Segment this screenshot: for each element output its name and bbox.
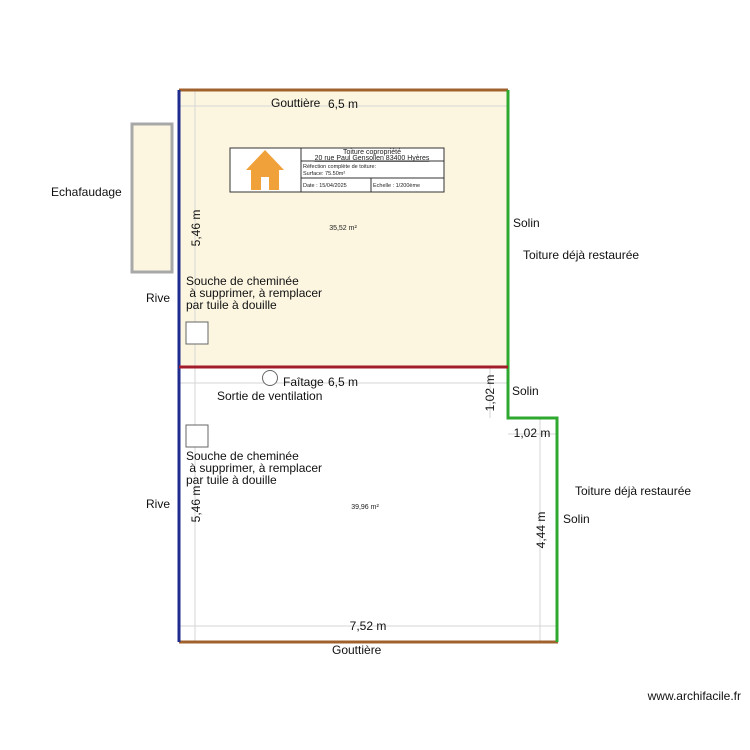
dim-right-bottom-height: 4,44 m [534,512,548,549]
ventilation-label: Sortie de ventilation [217,389,322,403]
solin-edge[interactable] [506,90,559,642]
watermark: www.archifacile.fr [647,689,741,703]
scaffolding-label: Echafaudage [51,185,122,199]
chimney-top-note-line3: par tuile à douille [186,298,277,312]
dim-top-width: 6,5 m [328,97,358,111]
chimney-top-note-line1: Souche de cheminée [186,274,299,288]
rive-top-label: Rive [146,291,170,305]
dim-mid-width: 6,5 m [328,375,358,389]
gutter-top-label: Gouttière [271,96,321,110]
desc-line2: Surface: 75.50m² [303,171,345,177]
chimney-bottom-note: Souche de cheminée à supprimer, à rempla… [186,449,325,487]
chimney-top-note-line2: à supprimer, à remplacer [186,286,322,300]
desc-line1: Réfection complète de toiture: [303,164,377,170]
dim-left-top-height: 5,46 m [189,210,203,247]
scaffolding[interactable] [130,122,174,274]
restored-bottom-label: Toiture déjà restaurée [575,484,691,498]
chimney-bottom-note-line2: à supprimer, à remplacer [186,461,322,475]
chimney-bottom[interactable] [185,424,209,448]
chimney-top[interactable] [185,321,209,345]
house-icon [246,150,284,190]
chimney-bottom-note-line1: Souche de cheminée [186,449,299,463]
title-line1: Toiture copropriété [343,149,401,156]
title-line2: 20 rue Paul Gensollen 83400 Hyères [315,155,430,162]
roof-section-top[interactable] [179,90,508,367]
chimney-top-note: Souche de cheminée à supprimer, à rempla… [186,274,325,312]
solin-top-label: Solin [513,216,540,230]
dim-step-width: 1,02 m [514,426,551,440]
scale-label: Echelle : 1/200ème [373,183,420,189]
restored-top-label: Toiture déjà restaurée [523,248,639,262]
solin-bottom-label: Solin [563,512,590,526]
dim-bottom-width: 7,52 m [350,619,387,633]
date-label: Date : 15/04/2025 [303,183,347,189]
chimney-bottom-note-line3: par tuile à douille [186,473,277,487]
area-bottom: 39,96 m² [351,504,379,511]
faitage-label: Faîtage [283,375,324,389]
dim-step-height: 1,02 m [483,375,497,412]
gutter-bottom-label: Gouttière [332,643,382,657]
area-top: 35,52 m² [329,225,357,232]
solin-mid-label: Solin [512,384,539,398]
rive-bottom-label: Rive [146,497,170,511]
dim-left-bottom-height: 5,46 m [189,486,203,523]
title-block: Toiture copropriété 20 rue Paul Gensolle… [229,147,445,193]
ventilation-outlet[interactable] [262,370,278,386]
